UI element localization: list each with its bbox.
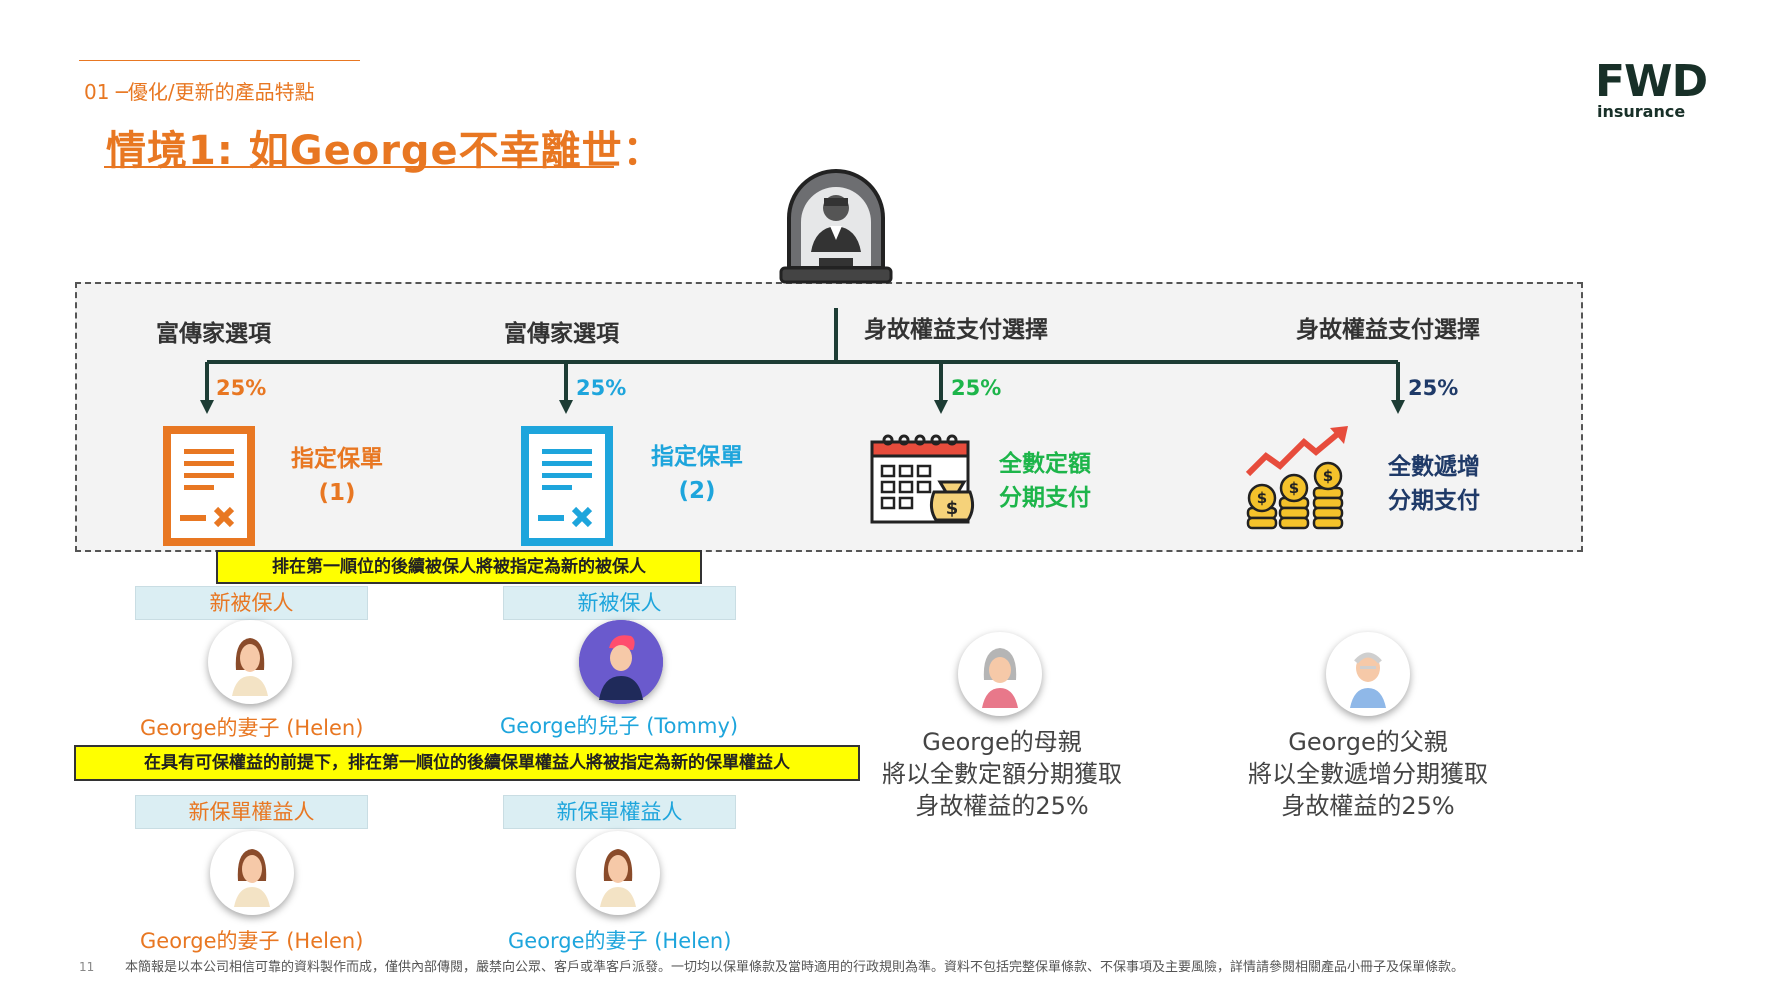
boy-avatar-icon — [579, 620, 663, 704]
option-label-legacy-1: 富傳家選項 — [156, 321, 271, 347]
svg-text:$: $ — [1289, 479, 1299, 497]
avatar-helen-owner-2 — [576, 831, 660, 915]
role-new-insured-1: 新被保人 — [135, 586, 368, 620]
role-new-insured-2: 新被保人 — [503, 586, 736, 620]
father-description: George的父親 將以全數遞增分期獲取 身故權益的25% — [1208, 726, 1528, 822]
person-name-owner-1: George的妻子 (Helen) — [140, 929, 364, 953]
role-new-owner-1: 新保單權益人 — [135, 795, 368, 829]
percent-option-1: 25% — [216, 376, 267, 400]
doc-label-1-line2: (1) — [318, 480, 356, 506]
svg-text:$: $ — [1323, 467, 1333, 485]
avatar-helen-owner-1 — [210, 831, 294, 915]
doc-label-3: 全數定額 分期支付 — [985, 447, 1105, 515]
avatar-mother — [958, 632, 1042, 716]
mother-description: George的母親 將以全數定額分期獲取 身故權益的25% — [842, 726, 1162, 822]
doc-label-3-line1: 全數定額 — [999, 451, 1091, 477]
owner-rule-banner: 在具有可保權益的前提下，排在第一順位的後續保單權益人將被指定為新的保單權益人 — [74, 745, 860, 781]
grandmother-avatar-icon — [982, 648, 1018, 708]
growth-coins-icon: $ $ $ — [1245, 426, 1348, 530]
woman-avatar-icon — [234, 849, 270, 907]
mother-line2: 將以全數定額分期獲取 — [882, 760, 1122, 788]
doc-label-2-line2: (2) — [678, 478, 716, 504]
avatar-father — [1326, 632, 1410, 716]
option-label-payment-1: 身故權益支付選擇 — [864, 317, 1048, 343]
policy-document-icon — [163, 426, 255, 546]
mother-line3: 身故權益的25% — [915, 792, 1089, 820]
father-line2: 將以全數遞增分期獲取 — [1248, 760, 1488, 788]
person-name-insured-2: George的兒子 (Tommy) — [500, 714, 739, 738]
option-label-legacy-2: 富傳家選項 — [504, 321, 619, 347]
father-line1: George的父親 — [1288, 728, 1448, 756]
person-name-owner-2: George的妻子 (Helen) — [508, 929, 732, 953]
section-rule — [79, 60, 360, 61]
father-line3: 身故權益的25% — [1281, 792, 1455, 820]
title-underline — [104, 166, 614, 168]
avatar-tommy — [579, 620, 663, 704]
doc-label-3-line2: 分期支付 — [999, 485, 1091, 511]
option-label-payment-2: 身故權益支付選擇 — [1296, 317, 1480, 343]
policy-document-icon — [521, 426, 613, 546]
svg-text:$: $ — [1257, 489, 1267, 507]
insured-rule-banner: 排在第一順位的後續被保人將被指定為新的被保人 — [216, 550, 702, 584]
svg-text:$: $ — [946, 498, 959, 519]
logo-subtitle: insurance — [1597, 102, 1686, 121]
person-name-insured-1: George的妻子 (Helen) — [140, 716, 364, 740]
disclaimer: 本簡報是以本公司相信可靠的資料製作而成，僅供內部傳閱，嚴禁向公眾、客戶或準客戶派… — [125, 960, 1465, 975]
percent-option-3: 25% — [951, 376, 1002, 400]
avatar-helen — [208, 620, 292, 704]
doc-label-2: 指定保單 (2) — [632, 440, 762, 508]
mother-line1: George的母親 — [922, 728, 1082, 756]
role-new-owner-2: 新保單權益人 — [503, 795, 736, 829]
doc-label-1: 指定保單 (1) — [272, 442, 402, 510]
doc-label-2-line1: 指定保單 — [651, 444, 743, 470]
woman-avatar-icon — [232, 638, 268, 696]
percent-option-4: 25% — [1408, 376, 1459, 400]
fwd-logo: FWD insurance — [1595, 56, 1725, 126]
doc-label-4-line1: 全數遞增 — [1388, 454, 1480, 480]
page-number: 11 — [79, 960, 95, 974]
calendar-money-icon: $ — [870, 434, 975, 524]
doc-label-1-line1: 指定保單 — [291, 446, 383, 472]
woman-avatar-icon — [600, 849, 636, 907]
doc-label-4-line2: 分期支付 — [1388, 488, 1480, 514]
logo-wordmark: FWD — [1595, 56, 1708, 107]
percent-option-2: 25% — [576, 376, 627, 400]
tombstone-icon — [779, 169, 893, 284]
doc-label-4: 全數遞增 分期支付 — [1374, 450, 1494, 518]
section-label: 01 ─優化/更新的產品特點 — [84, 80, 315, 104]
grandfather-avatar-icon — [1350, 652, 1386, 708]
